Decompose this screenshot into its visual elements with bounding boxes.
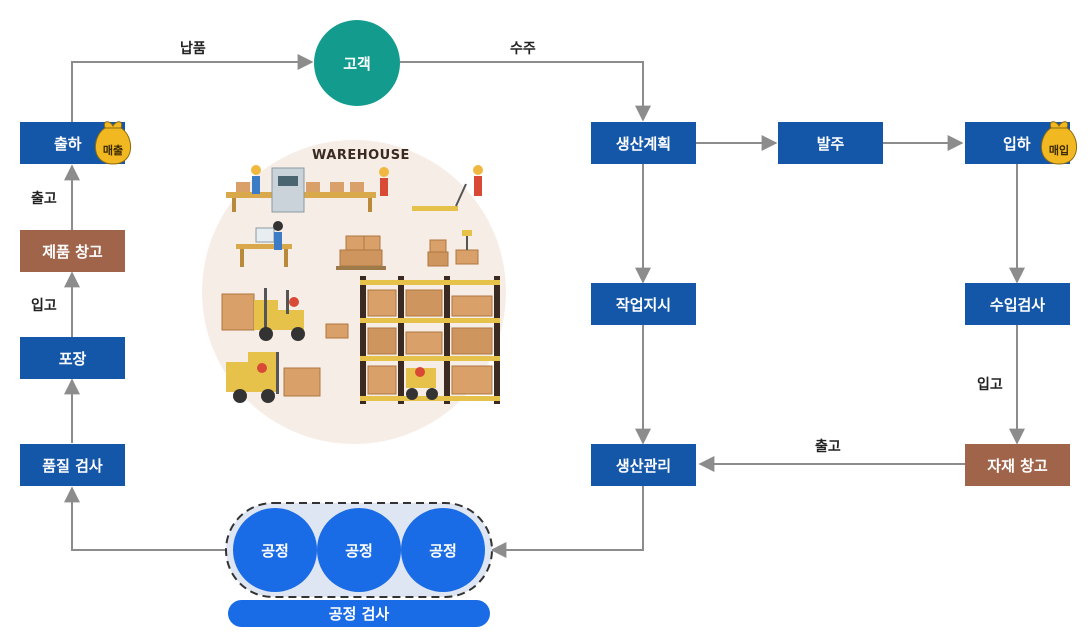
process-inspection-bar: 공정 검사: [228, 600, 490, 627]
arrow-customer-to-plan: [400, 61, 651, 122]
shipping-label: 출하: [54, 134, 82, 153]
production-plan-node: 생산계획: [591, 122, 696, 164]
packaging-node: 포장: [20, 337, 125, 379]
production-management-node: 생산관리: [591, 444, 696, 486]
warehouse-sign: WAREHOUSE: [312, 148, 410, 163]
material-warehouse-node: 자재 창고: [965, 444, 1070, 486]
quality-inspection-node: 품질 검사: [20, 444, 125, 486]
arrow-management-to-process: [490, 486, 644, 558]
arrow-process-to-quality: [64, 486, 226, 551]
purchase-badge-text: 매입: [1048, 144, 1070, 157]
receiving-label: 입하: [1003, 134, 1031, 153]
purchase-bag-icon: 매입: [1038, 118, 1080, 166]
edge-delivery: 납품: [180, 41, 206, 57]
edge-inbound-product: 입고: [31, 298, 57, 314]
edge-outbound-product: 출고: [31, 191, 57, 207]
sales-bag-icon: 매출: [92, 118, 134, 166]
customer-node: 고객: [314, 20, 400, 106]
arrow-shipping-to-customer: [71, 54, 314, 122]
process-node-3: 공정: [401, 508, 485, 592]
edge-inbound-material: 입고: [977, 377, 1003, 393]
process-node-1: 공정: [233, 508, 317, 592]
edge-outbound-material: 출고: [815, 439, 841, 455]
purchase-order-node: 발주: [778, 122, 883, 164]
process-node-2: 공정: [317, 508, 401, 592]
edge-order-received: 수주: [510, 41, 536, 57]
incoming-inspection-node: 수입검사: [965, 283, 1070, 325]
product-warehouse-node: 제품 창고: [20, 230, 125, 272]
sales-badge-text: 매출: [102, 144, 124, 157]
warehouse-illustration: [202, 140, 506, 444]
work-order-node: 작업지시: [591, 283, 696, 325]
